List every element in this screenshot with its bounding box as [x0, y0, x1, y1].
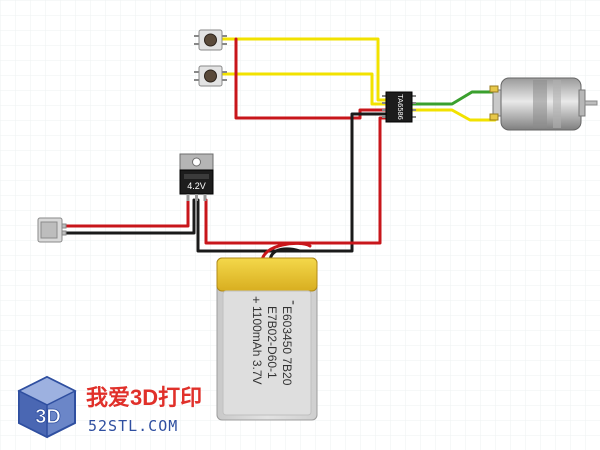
regulator-icon: [179, 153, 214, 201]
battery-line1: E603450 7B20: [280, 306, 294, 386]
battery-line3: 1100mAh 3.7V: [250, 306, 264, 385]
wire-yellow-button1: [220, 37, 388, 102]
push-button-icon: [194, 29, 227, 51]
wire-green-motor: [410, 90, 497, 106]
battery-plus: +: [249, 296, 264, 304]
battery-minus: -: [285, 300, 302, 305]
wire-red-battery: [260, 241, 312, 264]
push-button-2: [194, 65, 227, 87]
wire-black-ic-gnd: [196, 112, 388, 253]
wire-yellow-button2: [220, 72, 388, 106]
wires: [62, 37, 497, 264]
wire-black-connector: [62, 198, 196, 235]
wire-red-connector: [62, 198, 190, 228]
watermark-brand: 我爱3D打印: [86, 385, 202, 410]
logo-text: 3D: [35, 406, 61, 428]
ic-label: TA6586: [396, 94, 405, 120]
watermark-url: 52STL.COM: [88, 417, 178, 435]
regulator-label: 4.2V: [187, 181, 206, 191]
driver-ic: TA6586: [382, 91, 416, 123]
dc-motor-icon: [489, 77, 598, 131]
lipo-battery: - E603450 7B20 E7B02-D60-1 + 1100mAh 3.7…: [216, 257, 318, 421]
wire-red-buttons: [234, 37, 388, 120]
dc-motor: [489, 77, 598, 131]
cube-logo-icon: 3D: [17, 375, 77, 439]
push-button-icon: [194, 65, 227, 87]
ic-chip-icon: [382, 91, 416, 123]
push-button-1: [194, 29, 227, 51]
wire-yellow-motor: [410, 108, 497, 122]
battery-line2: E7B02-D60-1: [265, 306, 279, 379]
watermark: 3D 我爱3D打印 52STL.COM: [17, 375, 202, 439]
usb-connector-icon: [37, 217, 67, 243]
voltage-regulator: 4.2V: [179, 153, 214, 201]
power-connector: [37, 217, 67, 243]
